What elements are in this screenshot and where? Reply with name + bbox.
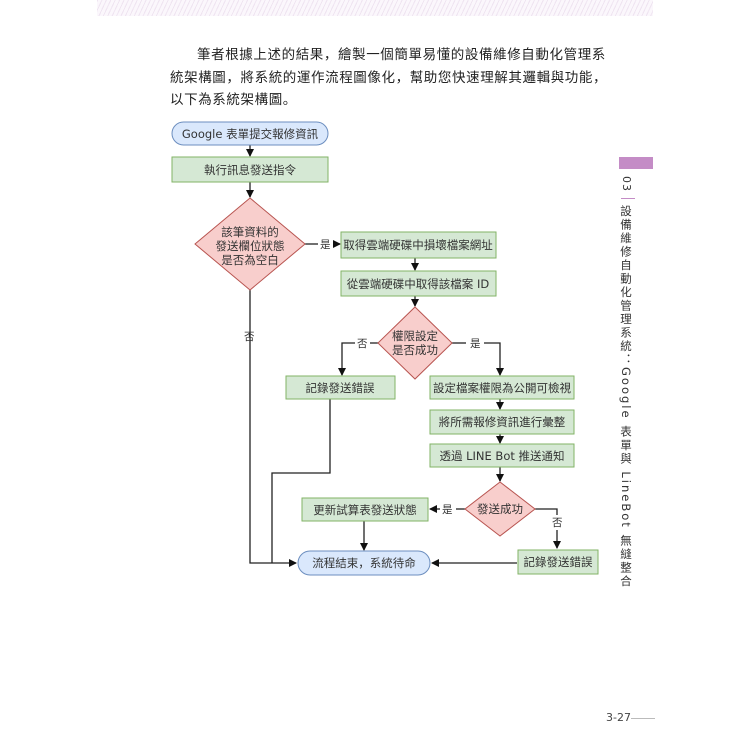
node-check-blank: 該筆資料的 發送欄位狀態 是否為空白 <box>194 197 306 291</box>
node-log-error-2: 記錄發送錯誤 <box>517 549 599 575</box>
svg-text:記錄發送錯誤: 記錄發送錯誤 <box>524 555 593 569</box>
node-exec: 執行訊息發送指令 <box>171 156 329 183</box>
page-number: 3-27 <box>606 711 631 724</box>
intro-paragraph: 筆者根據上述的結果，繪製一個簡單易懂的設備維修自動化管理系統架構圖，將系統的運作… <box>170 47 608 108</box>
svg-text:執行訊息發送指令: 執行訊息發送指令 <box>204 163 296 177</box>
node-start: Google 表單提交報修資訊 <box>171 121 329 146</box>
node-perm-ok: 權限設定 是否成功 <box>377 306 453 380</box>
svg-text:是否為空白: 是否為空白 <box>221 253 279 267</box>
node-end: 流程結束，系統待命 <box>297 550 431 576</box>
header-pattern-bar <box>97 0 653 16</box>
svg-text:從雲端硬碟中取得該檔案 ID: 從雲端硬碟中取得該檔案 ID <box>347 277 490 291</box>
edge-send-no <box>535 508 558 515</box>
svg-text:將所需報修資訊進行彙整: 將所需報修資訊進行彙整 <box>439 415 566 429</box>
chapter-number: 03 <box>620 176 633 192</box>
page-number-rule <box>631 718 655 719</box>
label-no-perm: 否 <box>357 338 368 350</box>
chapter-tab-marker <box>619 157 653 169</box>
node-compile: 將所需報修資訊進行彙整 <box>429 409 575 435</box>
svg-text:發送成功: 發送成功 <box>477 502 523 516</box>
label-yes-check: 是 <box>320 239 331 251</box>
svg-text:是否成功: 是否成功 <box>392 343 438 357</box>
node-send-ok: 發送成功 <box>464 481 536 537</box>
node-set-perm: 設定檔案權限為公開可檢視 <box>429 375 575 400</box>
svg-text:透過 LINE Bot 推送通知: 透過 LINE Bot 推送通知 <box>439 449 564 463</box>
svg-text:流程結束，系統待命: 流程結束，系統待命 <box>312 556 416 570</box>
node-get-id: 從雲端硬碟中取得該檔案 ID <box>340 270 497 297</box>
node-push: 透過 LINE Bot 推送通知 <box>429 443 575 468</box>
label-yes-send: 是 <box>442 504 453 516</box>
svg-text:設定檔案權限為公開可檢視: 設定檔案權限為公開可檢視 <box>433 381 571 395</box>
svg-text:權限設定: 權限設定 <box>392 329 438 343</box>
label-no-check: 否 <box>244 331 255 343</box>
label-no-send: 否 <box>552 517 563 529</box>
node-get-url: 取得雲端硬碟中損壞檔案網址 <box>340 231 497 259</box>
svg-text:該筆資料的: 該筆資料的 <box>221 225 279 239</box>
edge-log1-end <box>271 399 331 563</box>
node-update-sheet: 更新試算表發送狀態 <box>301 497 429 522</box>
node-log-error-1: 記錄發送錯誤 <box>285 375 396 400</box>
svg-text:取得雲端硬碟中損壞檔案網址: 取得雲端硬碟中損壞檔案網址 <box>343 238 493 252</box>
chapter-divider <box>621 198 635 199</box>
edge-check-no <box>249 290 297 567</box>
svg-text:Google 表單提交報修資訊: Google 表單提交報修資訊 <box>182 127 319 141</box>
label-yes-perm: 是 <box>470 338 481 350</box>
svg-text:記錄發送錯誤: 記錄發送錯誤 <box>306 381 375 395</box>
chapter-title: 設備維修自動化管理系統：Google 表單與 LineBot 無縫整合 <box>619 205 633 589</box>
svg-text:發送欄位狀態: 發送欄位狀態 <box>216 239 285 253</box>
svg-text:更新試算表發送狀態: 更新試算表發送狀態 <box>313 503 417 517</box>
